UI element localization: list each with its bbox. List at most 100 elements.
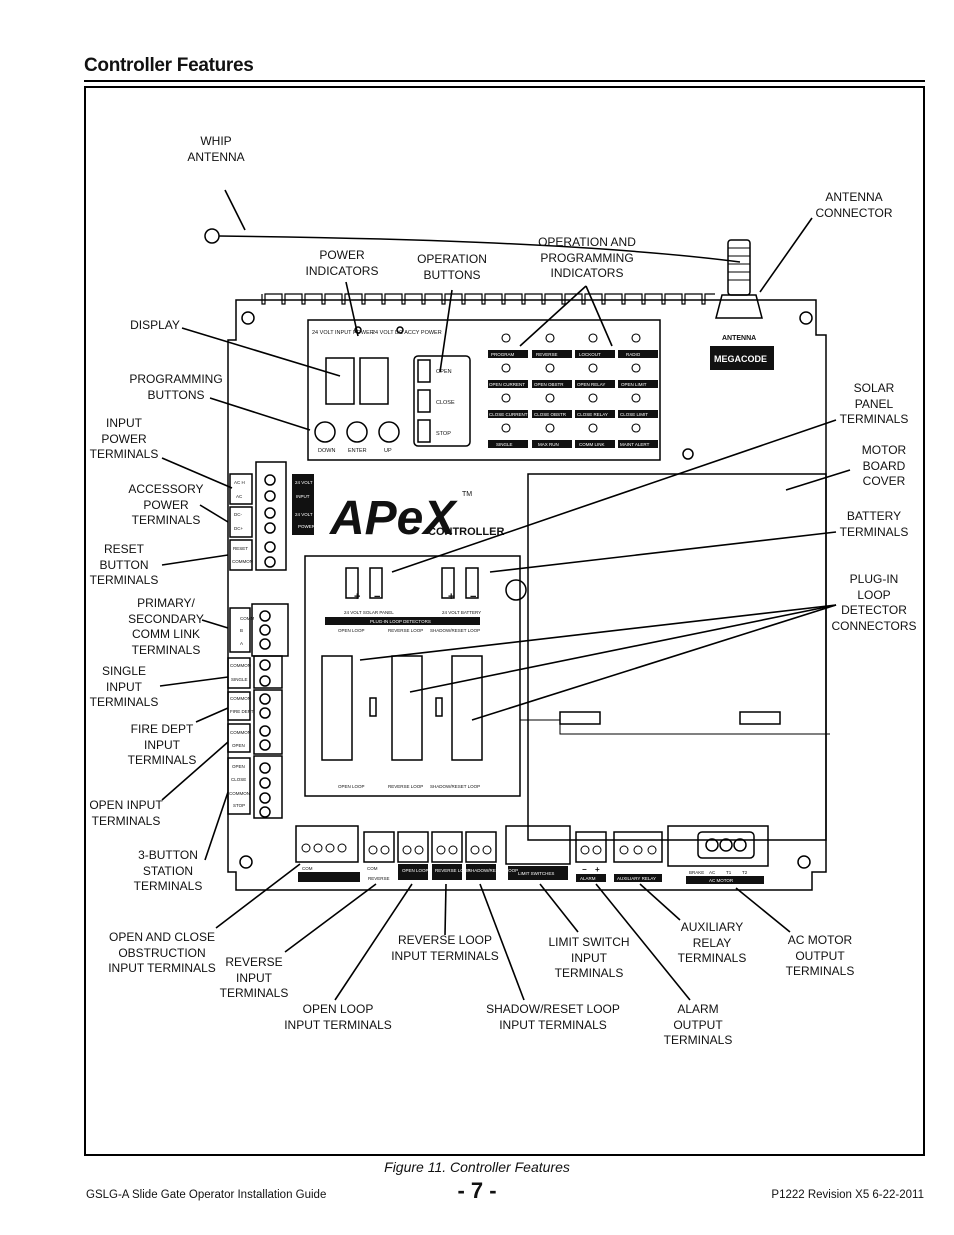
- svg-text:REVERSE: REVERSE: [536, 352, 558, 357]
- svg-text:B: B: [240, 628, 243, 633]
- down-button: [314, 421, 336, 443]
- control-panel: [307, 319, 661, 461]
- apex-logo: APeX: [329, 492, 458, 545]
- svg-text:COMMON: COMMON: [230, 696, 251, 701]
- enter-button: [346, 421, 368, 443]
- svg-text:COMMON: COMMON: [230, 663, 251, 668]
- callout-single-input: SINGLE INPUT TERMINALS: [89, 664, 159, 709]
- callout-reset-button: RESET BUTTON TERMINALS: [89, 542, 159, 587]
- callout-reverse-input: REVERSE INPUT TERMINALS: [219, 955, 289, 1000]
- svg-text:−: −: [582, 865, 587, 874]
- callout-accessory-power: ACCESSORY POWER TERMINALS: [128, 482, 204, 527]
- svg-text:PROGRAM: PROGRAM: [491, 352, 515, 357]
- svg-text:T2: T2: [742, 870, 748, 875]
- svg-text:BRAKE: BRAKE: [689, 870, 704, 875]
- svg-text:OPEN: OPEN: [232, 764, 245, 769]
- close-label: CLOSE: [436, 400, 455, 406]
- svg-text:+: +: [448, 591, 454, 603]
- callout-ac-motor: AC MOTOR OUTPUT TERMINALS: [785, 933, 855, 978]
- board-outline: [227, 299, 827, 891]
- svg-text:COMMON: COMMON: [229, 791, 250, 796]
- svg-text:COMM LINK: COMM LINK: [579, 442, 605, 447]
- motor-board-cover: [527, 473, 827, 841]
- up-button: [378, 421, 400, 443]
- controller-word: CONTROLLER: [428, 526, 504, 538]
- svg-text:COMMON: COMMON: [232, 559, 253, 564]
- whip-antenna-loop: [204, 228, 220, 244]
- svg-text:INPUT: INPUT: [296, 494, 310, 499]
- svg-text:−: −: [374, 591, 380, 603]
- footer-left: GSLG-A Slide Gate Operator Installation …: [86, 1189, 327, 1201]
- megacode-logo: MEGACODE: [714, 354, 767, 364]
- svg-text:LOCKOUT: LOCKOUT: [579, 352, 601, 357]
- svg-text:AUXILIARY RELAY: AUXILIARY RELAY: [617, 876, 656, 881]
- svg-text:AC MOTOR: AC MOTOR: [709, 878, 734, 883]
- figure-frame: [84, 86, 925, 1156]
- callout-input-power: INPUT POWER TERMINALS: [89, 416, 159, 461]
- svg-text:CLOSE LIMIT: CLOSE LIMIT: [620, 412, 648, 417]
- antenna-base: [715, 294, 763, 319]
- svg-text:OPEN LOOP: OPEN LOOP: [338, 784, 365, 789]
- stop-label: STOP: [436, 431, 451, 437]
- svg-text:OBSTRUCTION INPUTS: OBSTRUCTION INPUTS: [303, 866, 354, 871]
- power-terminal-block: [255, 461, 287, 571]
- callout-reverse-loop: REVERSE LOOP INPUT TERMINALS: [391, 933, 499, 963]
- svg-text:POWER: POWER: [298, 524, 316, 529]
- up-label: UP: [384, 448, 392, 454]
- svg-text:CLOSE OBSTR: CLOSE OBSTR: [534, 412, 567, 417]
- svg-text:−: −: [470, 591, 476, 603]
- svg-text:24 VOLT SOLAR PANEL: 24 VOLT SOLAR PANEL: [344, 610, 394, 615]
- svg-text:COM: COM: [302, 866, 313, 871]
- callout-display: DISPLAY: [130, 318, 180, 332]
- svg-text:OPEN RELAY: OPEN RELAY: [577, 382, 605, 387]
- title-rule: [84, 80, 925, 82]
- callout-limit-switch: LIMIT SWITCH INPUT TERMINALS: [548, 935, 630, 980]
- svg-text:+: +: [595, 865, 600, 874]
- footer-right: P1222 Revision X5 6-22-2011: [771, 1189, 924, 1201]
- callout-open-input: OPEN INPUT TERMINALS: [89, 798, 163, 828]
- callout-motor-board-cover: MOTOR BOARD COVER: [861, 443, 907, 488]
- svg-text:PLUG-IN LOOP DETECTORS: PLUG-IN LOOP DETECTORS: [370, 619, 431, 624]
- svg-text:OPEN LOOP: OPEN LOOP: [338, 628, 365, 633]
- callout-power-indicators: POWER INDICATORS: [305, 248, 379, 278]
- enter-label: ENTER: [348, 448, 367, 454]
- callout-battery: BATTERY TERMINALS: [839, 509, 909, 539]
- svg-text:COMM: COMM: [240, 616, 254, 621]
- svg-text:COMMON: COMMON: [230, 730, 251, 735]
- whip-antenna-wire: [218, 235, 741, 263]
- callout-plugin-loop: PLUG-IN LOOP DETECTOR CONNECTORS: [831, 572, 917, 633]
- svg-text:AC: AC: [236, 494, 243, 499]
- svg-text:REVERSE LOOP: REVERSE LOOP: [435, 868, 470, 873]
- callout-shadow-reset: SHADOW/RESET LOOP INPUT TERMINALS: [486, 1002, 620, 1032]
- svg-text:AC H: AC H: [234, 480, 245, 485]
- display-digit-2: [359, 357, 389, 405]
- svg-text:ALARM: ALARM: [580, 876, 596, 881]
- callout-fire-dept: FIRE DEPT INPUT TERMINALS: [127, 722, 197, 767]
- callout-alarm-output: ALARM OUTPUT TERMINALS: [663, 1002, 733, 1047]
- svg-text:OPEN LOOP: OPEN LOOP: [402, 868, 429, 873]
- svg-text:SINGLE: SINGLE: [496, 442, 513, 447]
- page-number: - 7 -: [457, 1178, 497, 1203]
- svg-text:FIRE DEPT: FIRE DEPT: [230, 709, 254, 714]
- svg-text:RADIO: RADIO: [626, 352, 641, 357]
- callout-solar-panel: SOLAR PANEL TERMINALS: [839, 381, 909, 426]
- svg-text:24 VOLT BATTERY: 24 VOLT BATTERY: [442, 610, 481, 615]
- svg-text:DC+: DC+: [234, 526, 243, 531]
- svg-text:REVERSE: REVERSE: [368, 876, 390, 881]
- callout-auxiliary-relay: AUXILIARY RELAY TERMINALS: [677, 920, 747, 965]
- svg-text:24 VOLT: 24 VOLT: [295, 512, 313, 517]
- svg-text:OPEN CURRENT: OPEN CURRENT: [489, 382, 525, 387]
- megacode-logo-bg: [710, 346, 774, 370]
- svg-text:OPEN: OPEN: [232, 743, 245, 748]
- open-label: OPEN: [436, 369, 452, 375]
- callout-comm-link: PRIMARY/ SECONDARY COMM LINK TERMINALS: [128, 596, 204, 657]
- callout-whip-antenna: WHIP ANTENNA: [187, 134, 245, 164]
- svg-text:A: A: [240, 641, 243, 646]
- svg-text:SINGLE: SINGLE: [231, 677, 248, 682]
- svg-text:COM: COM: [367, 866, 378, 871]
- callout-obstruction: OPEN AND CLOSE OBSTRUCTION INPUT TERMINA…: [108, 930, 216, 975]
- down-label: DOWN: [318, 448, 335, 454]
- svg-text:T1: T1: [726, 870, 732, 875]
- svg-text:REVERSE LOOP: REVERSE LOOP: [388, 628, 423, 633]
